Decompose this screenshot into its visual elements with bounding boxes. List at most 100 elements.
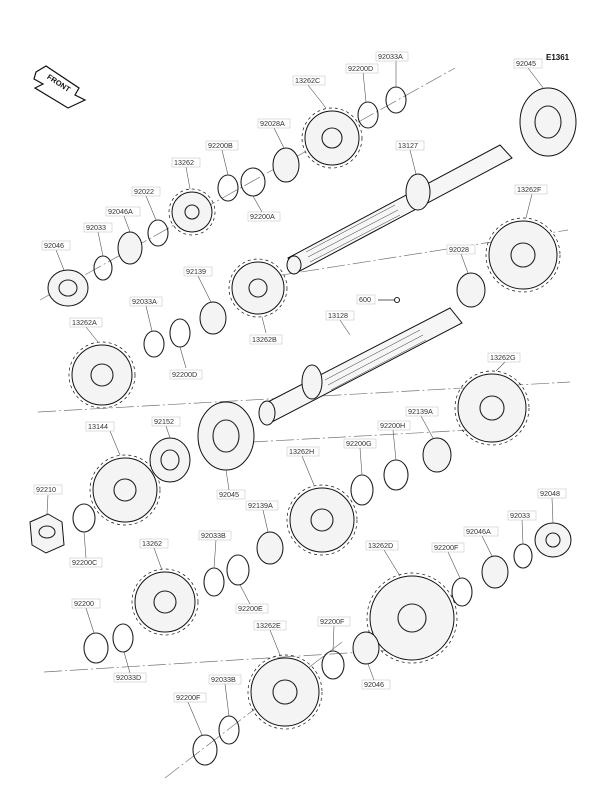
- svg-text:92033B: 92033B: [211, 675, 236, 684]
- svg-text:92033B: 92033B: [201, 531, 226, 540]
- callout-92200F-mid: 92200F: [317, 616, 351, 627]
- svg-text:13262C: 13262C: [295, 76, 320, 85]
- callout-13262C: 13262C: [292, 75, 326, 86]
- callout-13127: 13127: [395, 140, 425, 151]
- callout-92046A: 92046A: [105, 206, 141, 217]
- callout-92033D: 92033D: [113, 672, 147, 683]
- svg-text:92033A: 92033A: [378, 52, 403, 61]
- svg-text:13262B: 13262B: [252, 335, 277, 344]
- callout-92046: 92046: [41, 240, 71, 251]
- callout-92200H: 92200H: [377, 420, 411, 431]
- gear-13262B: [228, 258, 288, 318]
- callout-13262F: 13262F: [514, 184, 548, 195]
- svg-text:92022: 92022: [134, 187, 154, 196]
- nut-92210: [29, 513, 65, 554]
- callout-92210: 92210: [33, 484, 63, 495]
- svg-text:13262A: 13262A: [72, 318, 97, 327]
- svg-text:92200F: 92200F: [176, 693, 201, 702]
- leader-lines: [46, 60, 554, 736]
- callout-13262H: 13262H: [286, 446, 320, 457]
- callout-92033B-low: 92033B: [208, 674, 242, 685]
- shaft-13128: [258, 307, 463, 426]
- callout-13262D: 13262D: [365, 540, 399, 551]
- callout-92200D-top: 92200D: [345, 63, 379, 74]
- callout-13262: 13262: [171, 157, 201, 168]
- callout-13144: 13144: [85, 421, 115, 432]
- gear-13262-low: [131, 568, 199, 636]
- svg-text:92200G: 92200G: [346, 439, 372, 448]
- svg-text:92139: 92139: [186, 267, 206, 276]
- callout-92046A-low: 92046A: [463, 526, 499, 537]
- svg-text:92033: 92033: [86, 223, 106, 232]
- callouts: 92033A 92200D 13262C 92045 92028A 13127 …: [33, 51, 567, 703]
- svg-text:92200D: 92200D: [172, 370, 197, 379]
- svg-text:92046A: 92046A: [108, 207, 133, 216]
- svg-text:92200F: 92200F: [320, 617, 345, 626]
- svg-text:13262: 13262: [142, 539, 162, 548]
- svg-text:92048: 92048: [540, 489, 560, 498]
- svg-text:92200E: 92200E: [238, 604, 263, 613]
- callout-92033A-mid: 92033A: [129, 296, 163, 307]
- callout-92028: 92028: [446, 244, 476, 255]
- callout-92200B: 92200B: [205, 140, 239, 151]
- callout-92200C: 92200C: [69, 557, 103, 568]
- callout-92045-top: 92045: [513, 58, 543, 69]
- callout-92200D-mid: 92200D: [169, 369, 203, 380]
- gear-13144: [89, 454, 161, 526]
- svg-text:92045: 92045: [219, 490, 239, 499]
- callout-92046-low: 92046: [361, 679, 391, 690]
- svg-text:13262D: 13262D: [368, 541, 393, 550]
- svg-text:13262G: 13262G: [490, 353, 516, 362]
- figure-id: E1361: [546, 53, 570, 62]
- svg-text:600: 600: [359, 295, 371, 304]
- callout-92033-low: 92033: [507, 510, 537, 521]
- bearing-92045-top: [519, 87, 577, 157]
- callout-92200F-low: 92200F: [173, 692, 207, 703]
- callout-92139A: 92139A: [405, 406, 439, 417]
- svg-text:92046: 92046: [44, 241, 64, 250]
- gear-13262G: [454, 370, 530, 446]
- callout-92200E: 92200E: [235, 603, 269, 614]
- callout-92139A-low: 92139A: [245, 500, 279, 511]
- svg-text:92046: 92046: [364, 680, 384, 689]
- gear-13262E: [247, 654, 323, 730]
- callout-92200A: 92200A: [247, 211, 281, 222]
- bushing-92152: [149, 437, 191, 483]
- callout-92033B: 92033B: [198, 530, 232, 541]
- callout-13262B: 13262B: [249, 334, 283, 345]
- svg-text:13262E: 13262E: [256, 621, 281, 630]
- svg-text:92200: 92200: [74, 599, 94, 608]
- svg-text:92200F: 92200F: [434, 543, 459, 552]
- svg-text:92045: 92045: [516, 59, 536, 68]
- svg-text:92200B: 92200B: [208, 141, 233, 150]
- svg-text:92200C: 92200C: [72, 558, 97, 567]
- svg-text:92046A: 92046A: [466, 527, 491, 536]
- callout-13262-low: 13262: [139, 538, 169, 549]
- callout-92139: 92139: [183, 266, 213, 277]
- svg-text:92200A: 92200A: [250, 212, 275, 221]
- callout-92200F-right: 92200F: [431, 542, 465, 553]
- callout-92028A: 92028A: [257, 118, 291, 129]
- gear-13262H: [286, 484, 358, 556]
- callout-13262E: 13262E: [253, 620, 287, 631]
- svg-text:92200H: 92200H: [380, 421, 405, 430]
- svg-text:92152: 92152: [154, 417, 174, 426]
- front-arrow: FRONT: [33, 65, 87, 109]
- gear-13262D: [366, 572, 458, 664]
- bolt-600: [378, 296, 401, 304]
- callout-92033: 92033: [83, 222, 113, 233]
- callout-13128: 13128: [325, 310, 355, 321]
- callout-13262A: 13262A: [69, 317, 103, 328]
- svg-text:13127: 13127: [398, 141, 418, 150]
- svg-text:92028: 92028: [449, 245, 469, 254]
- callout-92045-mid: 92045: [216, 489, 246, 500]
- svg-text:92210: 92210: [36, 485, 56, 494]
- shaft-13127: [286, 144, 513, 275]
- svg-text:13262H: 13262H: [289, 447, 314, 456]
- svg-text:92033D: 92033D: [116, 673, 141, 682]
- callout-92200G: 92200G: [343, 438, 377, 449]
- callout-92200: 92200: [71, 598, 101, 609]
- callout-92048: 92048: [537, 488, 567, 499]
- gear-13262: [168, 188, 216, 236]
